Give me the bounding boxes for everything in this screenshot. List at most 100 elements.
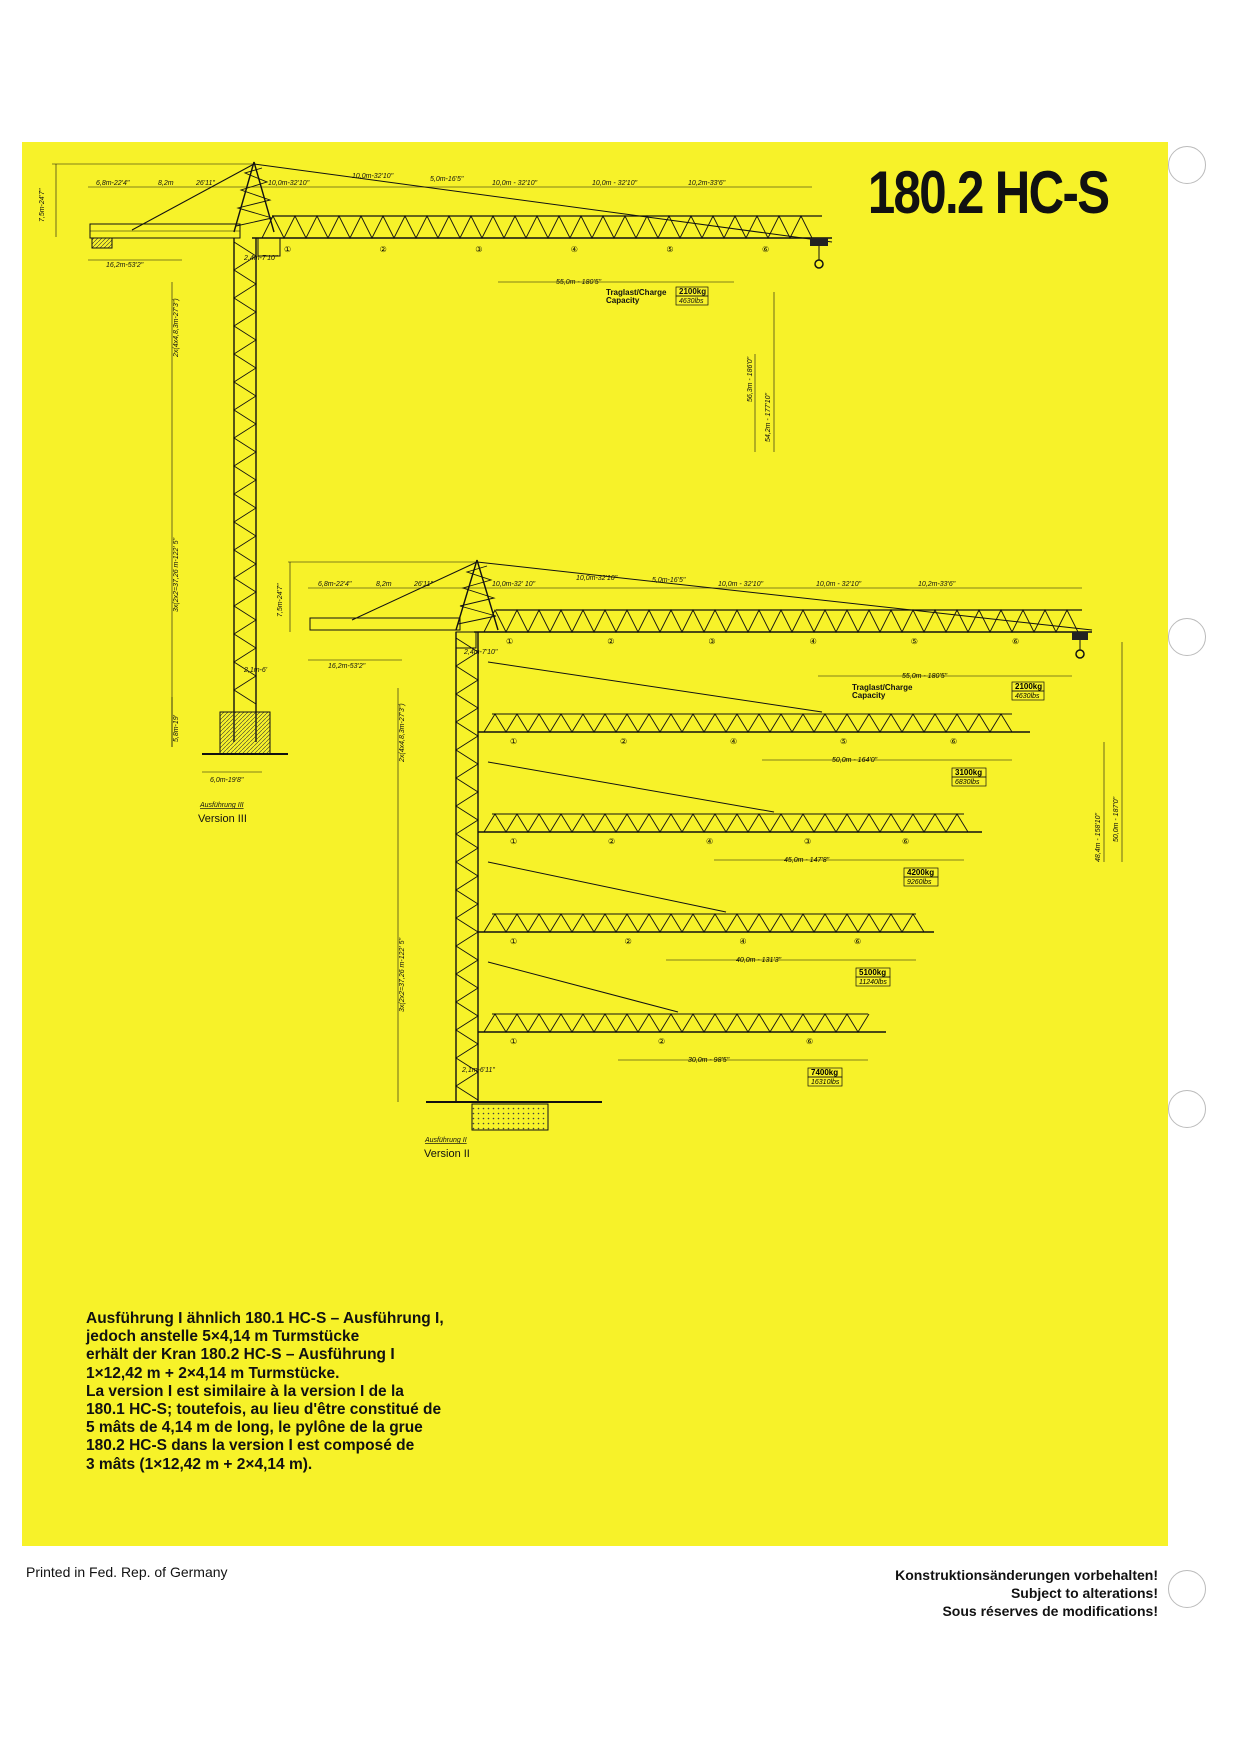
jib-seg4-dim: 10,0m - 32'10"	[592, 180, 638, 187]
counterjib-b-dim: 8,2m	[376, 581, 392, 588]
tower-head-height: 7,5m-24'7"	[277, 583, 284, 617]
counterjib-dim: 6,8m-22'4"	[318, 581, 352, 588]
version-ii-labels: 7,5m-24'7" 6,8m-22'4" 8,2m 26'11" 10,0m-…	[277, 575, 1120, 1160]
jib-section-number: ④	[810, 637, 817, 646]
capacity-lbs: 11240lbs	[859, 979, 887, 986]
capacity-box	[807, 1076, 843, 1087]
jib-section-number: ⑥	[854, 937, 861, 946]
description-line: 5 mâts de 4,14 m de long, le pylône de l…	[86, 1419, 423, 1437]
capacity-lbs: 6830lbs	[955, 779, 980, 786]
jib-seg3-dim: 10,0m - 32'10"	[492, 180, 538, 187]
description-line: 180.1 HC-S; toutefois, au lieu d'être co…	[86, 1401, 442, 1419]
capacity-box	[951, 776, 987, 787]
jib-seg1-dim: 10,0m-32'10"	[268, 180, 310, 187]
pendant-line	[487, 661, 823, 713]
jib-section-number: ①	[506, 637, 513, 646]
capacity-label-2: Capacity	[606, 296, 640, 305]
counterjib-total-dim: 16,2m-53'2"	[106, 262, 144, 269]
pendant-dim: 10,0m-32'10"	[352, 173, 394, 180]
version-iii-label-en: Version III	[198, 813, 247, 825]
jib-section-number: ③	[804, 837, 811, 846]
version-ii-label-en: Version II	[424, 1148, 470, 1160]
under-hook-dim: 54,2m - 177'10"	[765, 393, 772, 442]
printed-in-note: Printed in Fed. Rep. of Germany	[26, 1564, 228, 1580]
description-line: 1×12,42 m + 2×4,14 m Turmstücke.	[86, 1364, 340, 1382]
tower-mast-lattice	[455, 637, 479, 1101]
description-line: Ausführung I ähnlich 180.1 HC-S – Ausfüh…	[86, 1310, 444, 1327]
capacity-lbs: 4630lbs	[1015, 693, 1040, 700]
alterations-notice: Konstruktionsänderungen vorbehalten! Sub…	[895, 1566, 1158, 1620]
description-line: 3 mâts (1×12,42 m + 2×4,14 m).	[86, 1455, 313, 1473]
jib-section-number: ④	[706, 837, 713, 846]
lower-mast-dim: 3x(2x2=37,26 m-122' 5"	[173, 537, 180, 612]
tower-head-lattice	[235, 167, 273, 227]
trolley	[810, 238, 828, 246]
notice-en: Subject to alterations!	[1010, 1585, 1158, 1601]
version-ii-label-de: Ausführung II	[424, 1137, 467, 1144]
under-hook-dim: 48,4m - 158'10"	[1095, 813, 1102, 862]
capacity-label-1: Traglast/Charge	[852, 683, 913, 692]
jib-section-number: ⑥	[950, 737, 957, 746]
jib-section-number: ①	[510, 1037, 517, 1046]
capacity-box	[903, 876, 939, 887]
counterjib-b-dim: 8,2m	[158, 180, 174, 187]
undercarriage-width-dim: 6,0m-19'8"	[210, 777, 244, 784]
jib-lattice	[483, 1013, 870, 1033]
lower-mast-dim: 3x(2x2=37,26 m-122' 5"	[399, 937, 406, 1012]
description-text: Ausführung I ähnlich 180.1 HC-S – Ausfüh…	[86, 1310, 526, 1474]
jib-section-number: ⑥	[1012, 637, 1019, 646]
counterjib	[309, 617, 461, 631]
radius-dim: 30,0m - 98'5"	[688, 1057, 730, 1064]
jib-section-number: ①	[510, 937, 517, 946]
notice-de: Konstruktionsänderungen vorbehalten!	[895, 1567, 1158, 1583]
upper-mast-dim: 2x(4x4,8,3m-27'3")	[399, 703, 406, 763]
jib-seg4-dim: 10,0m - 32'10"	[816, 581, 862, 588]
spec-sheet-panel: ① ② ③ ④ ⑤ ⑥ 7,5m-24'7" 6,8m-22'4" 8,2m 26'11"…	[22, 142, 1168, 1546]
capacity-kg: 7400kg	[811, 1068, 838, 1077]
apex-offset-dim: 26'11"	[195, 180, 215, 187]
capacity-box	[855, 976, 891, 987]
jib-lattice	[261, 214, 813, 240]
tower-head-lattice	[457, 565, 497, 625]
description-line: jedoch anstelle 5×4,14 m Turmstücke	[86, 1328, 360, 1346]
description-line: La version I est similaire à la version …	[86, 1382, 404, 1400]
tower-mast-lattice	[233, 241, 257, 705]
binder-hole	[1168, 1090, 1206, 1128]
jib-section-number: ④	[730, 737, 737, 746]
apex-offset-dim: 26'11"	[413, 581, 433, 588]
capacity-label-2: Capacity	[852, 691, 886, 700]
capacity-label-1: Traglast/Charge	[606, 288, 667, 297]
hook	[1075, 649, 1085, 659]
jib-section-number: ⑤	[840, 737, 847, 746]
climbing-gap-dim: 2,1m-6'11"	[461, 1067, 495, 1074]
capacity-kg: 5100kg	[859, 968, 886, 977]
binder-hole	[1168, 618, 1206, 656]
radius-dim: 50,0m - 164'0"	[832, 757, 878, 764]
jib-section-number: ②	[380, 245, 387, 254]
pendant-dim: 10,0m-32'10"	[576, 575, 618, 582]
capacity-lbs: 16310lbs	[811, 1079, 840, 1086]
jib-seg3-dim: 10,0m - 32'10"	[718, 581, 764, 588]
capacity-lbs: 4630lbs	[679, 298, 704, 305]
jib-tip-dim: 10,2m-33'6"	[688, 180, 726, 187]
cab-gap-dim: 2,4m-7'10"	[243, 255, 278, 262]
radius-dim: 40,0m - 131'3"	[736, 957, 782, 964]
version-iii-dimensions	[52, 163, 812, 773]
model-title: 180.2 HC-S	[867, 159, 1109, 226]
version-iii-label-de: Ausführung III	[199, 802, 244, 809]
foundation	[471, 1103, 549, 1131]
jib-tip-dim: 10,2m-33'6"	[918, 581, 956, 588]
base-section-dim: 5,8m-19'	[173, 714, 180, 742]
pendant-line	[487, 861, 727, 913]
capacity-kg: 2100kg	[1015, 682, 1042, 691]
jib-section-number: ①	[284, 245, 291, 254]
cab-gap-dim: 2,4m-7'10"	[463, 649, 498, 656]
hook-height-dim: 56,3m - 186'0"	[747, 356, 754, 402]
capacity-kg: 4200kg	[907, 868, 934, 877]
